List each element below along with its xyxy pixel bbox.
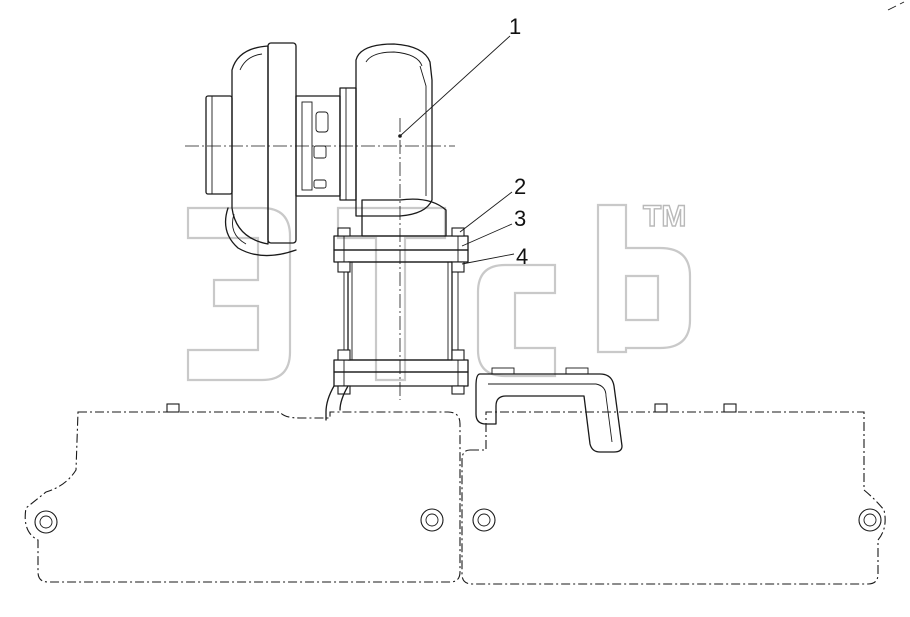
turbocharger bbox=[185, 42, 455, 400]
corner-mark bbox=[887, 1, 905, 11]
callout-label-4: 4 bbox=[516, 244, 528, 269]
spacer-assembly bbox=[325, 227, 469, 421]
trademark-mark: TM bbox=[643, 200, 686, 233]
callout-label-1: 1 bbox=[509, 14, 521, 39]
callout-4: 4 bbox=[461, 244, 528, 269]
callout-3: 3 bbox=[461, 206, 526, 247]
callout-label-2: 2 bbox=[514, 174, 526, 199]
left-manifold bbox=[24, 403, 461, 583]
right-manifold bbox=[461, 403, 886, 585]
callout-label-3: 3 bbox=[514, 206, 526, 231]
support-bracket bbox=[475, 367, 623, 453]
watermark-logo: TM bbox=[186, 199, 692, 382]
callout-2: 2 bbox=[459, 174, 526, 233]
callout-1: 1 bbox=[398, 14, 521, 138]
